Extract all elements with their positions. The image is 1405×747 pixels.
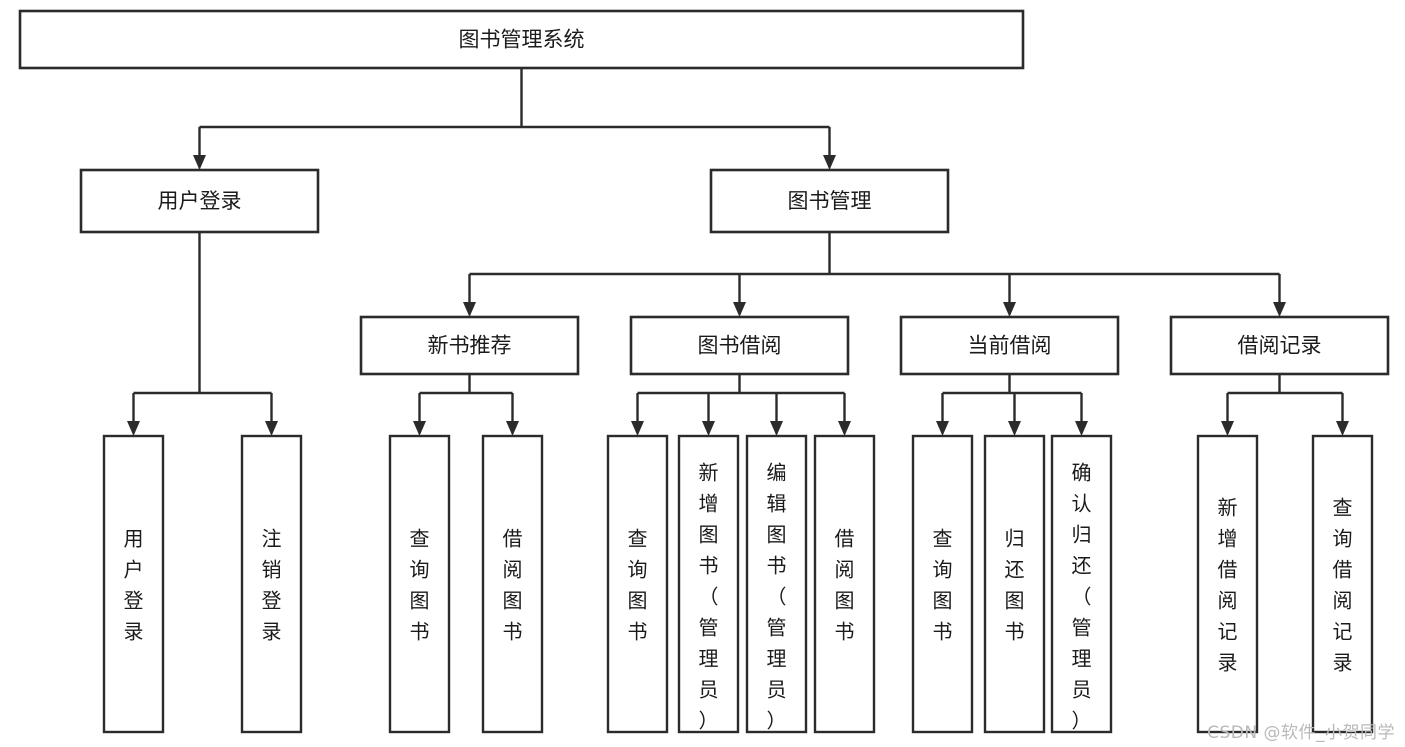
node-box	[899, 315, 1120, 376]
node-box	[359, 315, 580, 376]
node-box	[1196, 434, 1259, 734]
node-label: 图书管理系统	[459, 28, 585, 52]
node-box	[388, 434, 451, 734]
node-label: 查询图书	[628, 526, 648, 643]
arrow-head-icon	[463, 302, 476, 317]
node-layer: 图书管理系统用户登录图书管理新书推荐图书借阅当前借阅借阅记录用户登录注销登录查询…	[18, 9, 1390, 734]
arrow-head-icon	[265, 421, 278, 436]
node-box	[102, 434, 165, 734]
node-box	[813, 434, 876, 734]
arrow-head-icon	[823, 155, 836, 170]
node-leaf-query-borrow-record[interactable]: 查询借阅记录	[1311, 434, 1374, 734]
node-box	[606, 434, 669, 734]
arrow-head-icon	[1008, 421, 1021, 436]
node-leaf-user-login[interactable]: 用户登录	[102, 434, 165, 734]
edges-from-current-borrow	[936, 374, 1088, 436]
arrow-head-icon	[1003, 302, 1016, 317]
node-leaf-user-logout[interactable]: 注销登录	[240, 434, 303, 734]
arrow-head-icon	[1336, 421, 1349, 436]
node-box	[745, 434, 808, 734]
arrow-head-icon	[506, 421, 519, 436]
connector-layer	[127, 68, 1349, 436]
arrow-head-icon	[702, 421, 715, 436]
node-leaf-query-book-recommend[interactable]: 查询图书	[388, 434, 451, 734]
node-leaf-query-book-borrow[interactable]: 查询图书	[606, 434, 669, 734]
node-box	[911, 434, 974, 734]
node-label: 新书推荐	[428, 334, 512, 358]
node-label: 查询图书	[410, 526, 430, 643]
edges-from-book-management	[463, 232, 1286, 317]
node-book-management[interactable]: 图书管理	[709, 168, 950, 234]
node-box	[629, 315, 850, 376]
edges-from-new-book-recommend	[413, 374, 519, 436]
node-label: 借阅记录	[1238, 334, 1322, 358]
node-leaf-query-book-current[interactable]: 查询图书	[911, 434, 974, 734]
arrow-head-icon	[631, 421, 644, 436]
arrow-head-icon	[127, 421, 140, 436]
node-box	[481, 434, 544, 734]
node-box	[677, 434, 740, 734]
node-label: 新增借阅记录	[1218, 495, 1238, 674]
node-label: 查询借阅记录	[1333, 495, 1353, 674]
node-leaf-add-borrow-record[interactable]: 新增借阅记录	[1196, 434, 1259, 734]
arrow-head-icon	[1075, 421, 1088, 436]
node-current-borrow[interactable]: 当前借阅	[899, 315, 1120, 376]
node-borrow-record[interactable]: 借阅记录	[1169, 315, 1390, 376]
node-label: 用户登录	[158, 189, 242, 213]
node-label: 确认归还（管理员）	[1072, 460, 1092, 732]
edges-from-root	[193, 68, 836, 170]
node-label: 编辑图书（管理员）	[767, 460, 787, 732]
arrow-head-icon	[770, 421, 783, 436]
node-box	[709, 168, 950, 234]
node-box	[240, 434, 303, 734]
node-box	[1311, 434, 1374, 734]
edges-from-user-login	[127, 232, 278, 436]
edges-from-book-borrow	[631, 374, 851, 436]
node-leaf-borrow-book-recommend[interactable]: 借阅图书	[481, 434, 544, 734]
node-label: 注销登录	[262, 526, 282, 643]
node-leaf-confirm-return-admin[interactable]: 确认归还（管理员）	[1050, 434, 1113, 734]
node-box	[983, 434, 1046, 734]
node-leaf-edit-book-admin[interactable]: 编辑图书（管理员）	[745, 434, 808, 734]
arrow-head-icon	[838, 421, 851, 436]
node-user-login[interactable]: 用户登录	[79, 168, 320, 234]
arrow-head-icon	[413, 421, 426, 436]
node-box	[18, 9, 1025, 70]
node-label: 借阅图书	[835, 526, 855, 643]
arrow-head-icon	[1221, 421, 1234, 436]
node-box	[1169, 315, 1390, 376]
node-label: 图书管理	[788, 189, 872, 213]
node-leaf-add-book-admin[interactable]: 新增图书（管理员）	[677, 434, 740, 734]
node-label: 查询图书	[933, 526, 953, 643]
node-leaf-borrow-book[interactable]: 借阅图书	[813, 434, 876, 734]
edges-from-borrow-record	[1221, 374, 1349, 436]
node-box	[1050, 434, 1113, 734]
node-leaf-return-book[interactable]: 归还图书	[983, 434, 1046, 734]
arrow-head-icon	[733, 302, 746, 317]
node-label: 图书借阅	[698, 334, 782, 358]
node-label: 借阅图书	[503, 526, 523, 643]
node-root[interactable]: 图书管理系统	[18, 9, 1025, 70]
arrow-head-icon	[193, 155, 206, 170]
arrow-head-icon	[936, 421, 949, 436]
node-label: 新增图书（管理员）	[699, 460, 719, 732]
node-box	[79, 168, 320, 234]
node-book-borrow[interactable]: 图书借阅	[629, 315, 850, 376]
node-label: 用户登录	[124, 526, 144, 643]
arrow-head-icon	[1273, 302, 1286, 317]
node-label: 当前借阅	[968, 334, 1052, 358]
node-new-book-recommend[interactable]: 新书推荐	[359, 315, 580, 376]
node-label: 归还图书	[1005, 526, 1025, 643]
